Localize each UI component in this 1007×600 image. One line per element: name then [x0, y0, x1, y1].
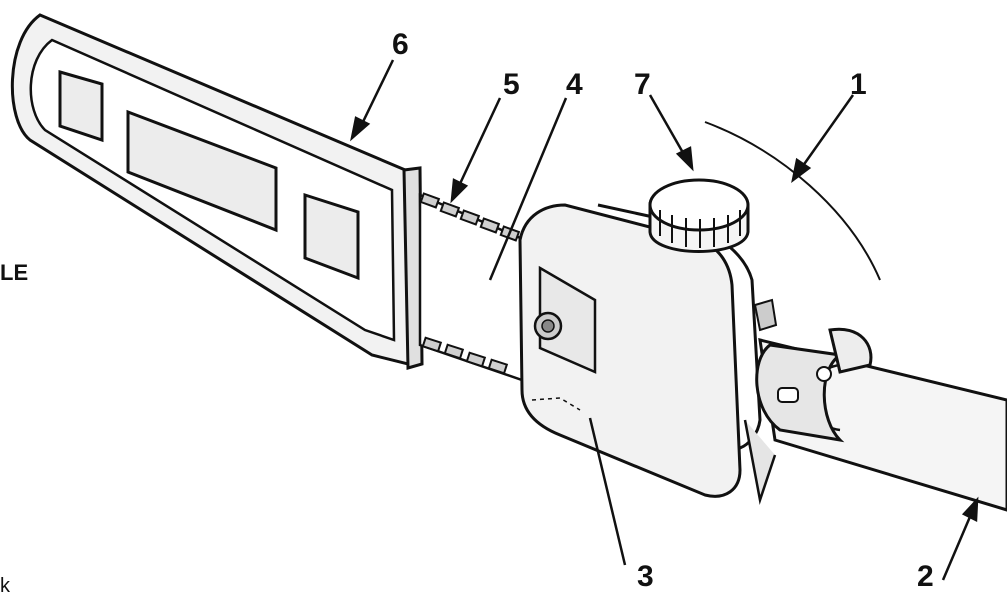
gear-head: [518, 203, 777, 505]
edge-text-left-bottom: k: [0, 575, 10, 597]
callout-3: 3: [637, 560, 654, 593]
callout-2: 2: [917, 560, 934, 593]
edge-text-left-mid: LE: [0, 260, 29, 285]
shaft: [753, 298, 1007, 512]
callout-1: 1: [850, 68, 867, 101]
oil-cap: [648, 178, 750, 253]
callout-4: 4: [566, 68, 583, 101]
callout-7: 7: [634, 68, 651, 101]
rotation-arc: [704, 121, 881, 281]
callout-6: 6: [392, 28, 409, 61]
blade-guard: [10, 13, 424, 370]
callout-5: 5: [503, 68, 520, 101]
chain-bar: [418, 192, 527, 382]
leader-lines: [350, 59, 979, 581]
